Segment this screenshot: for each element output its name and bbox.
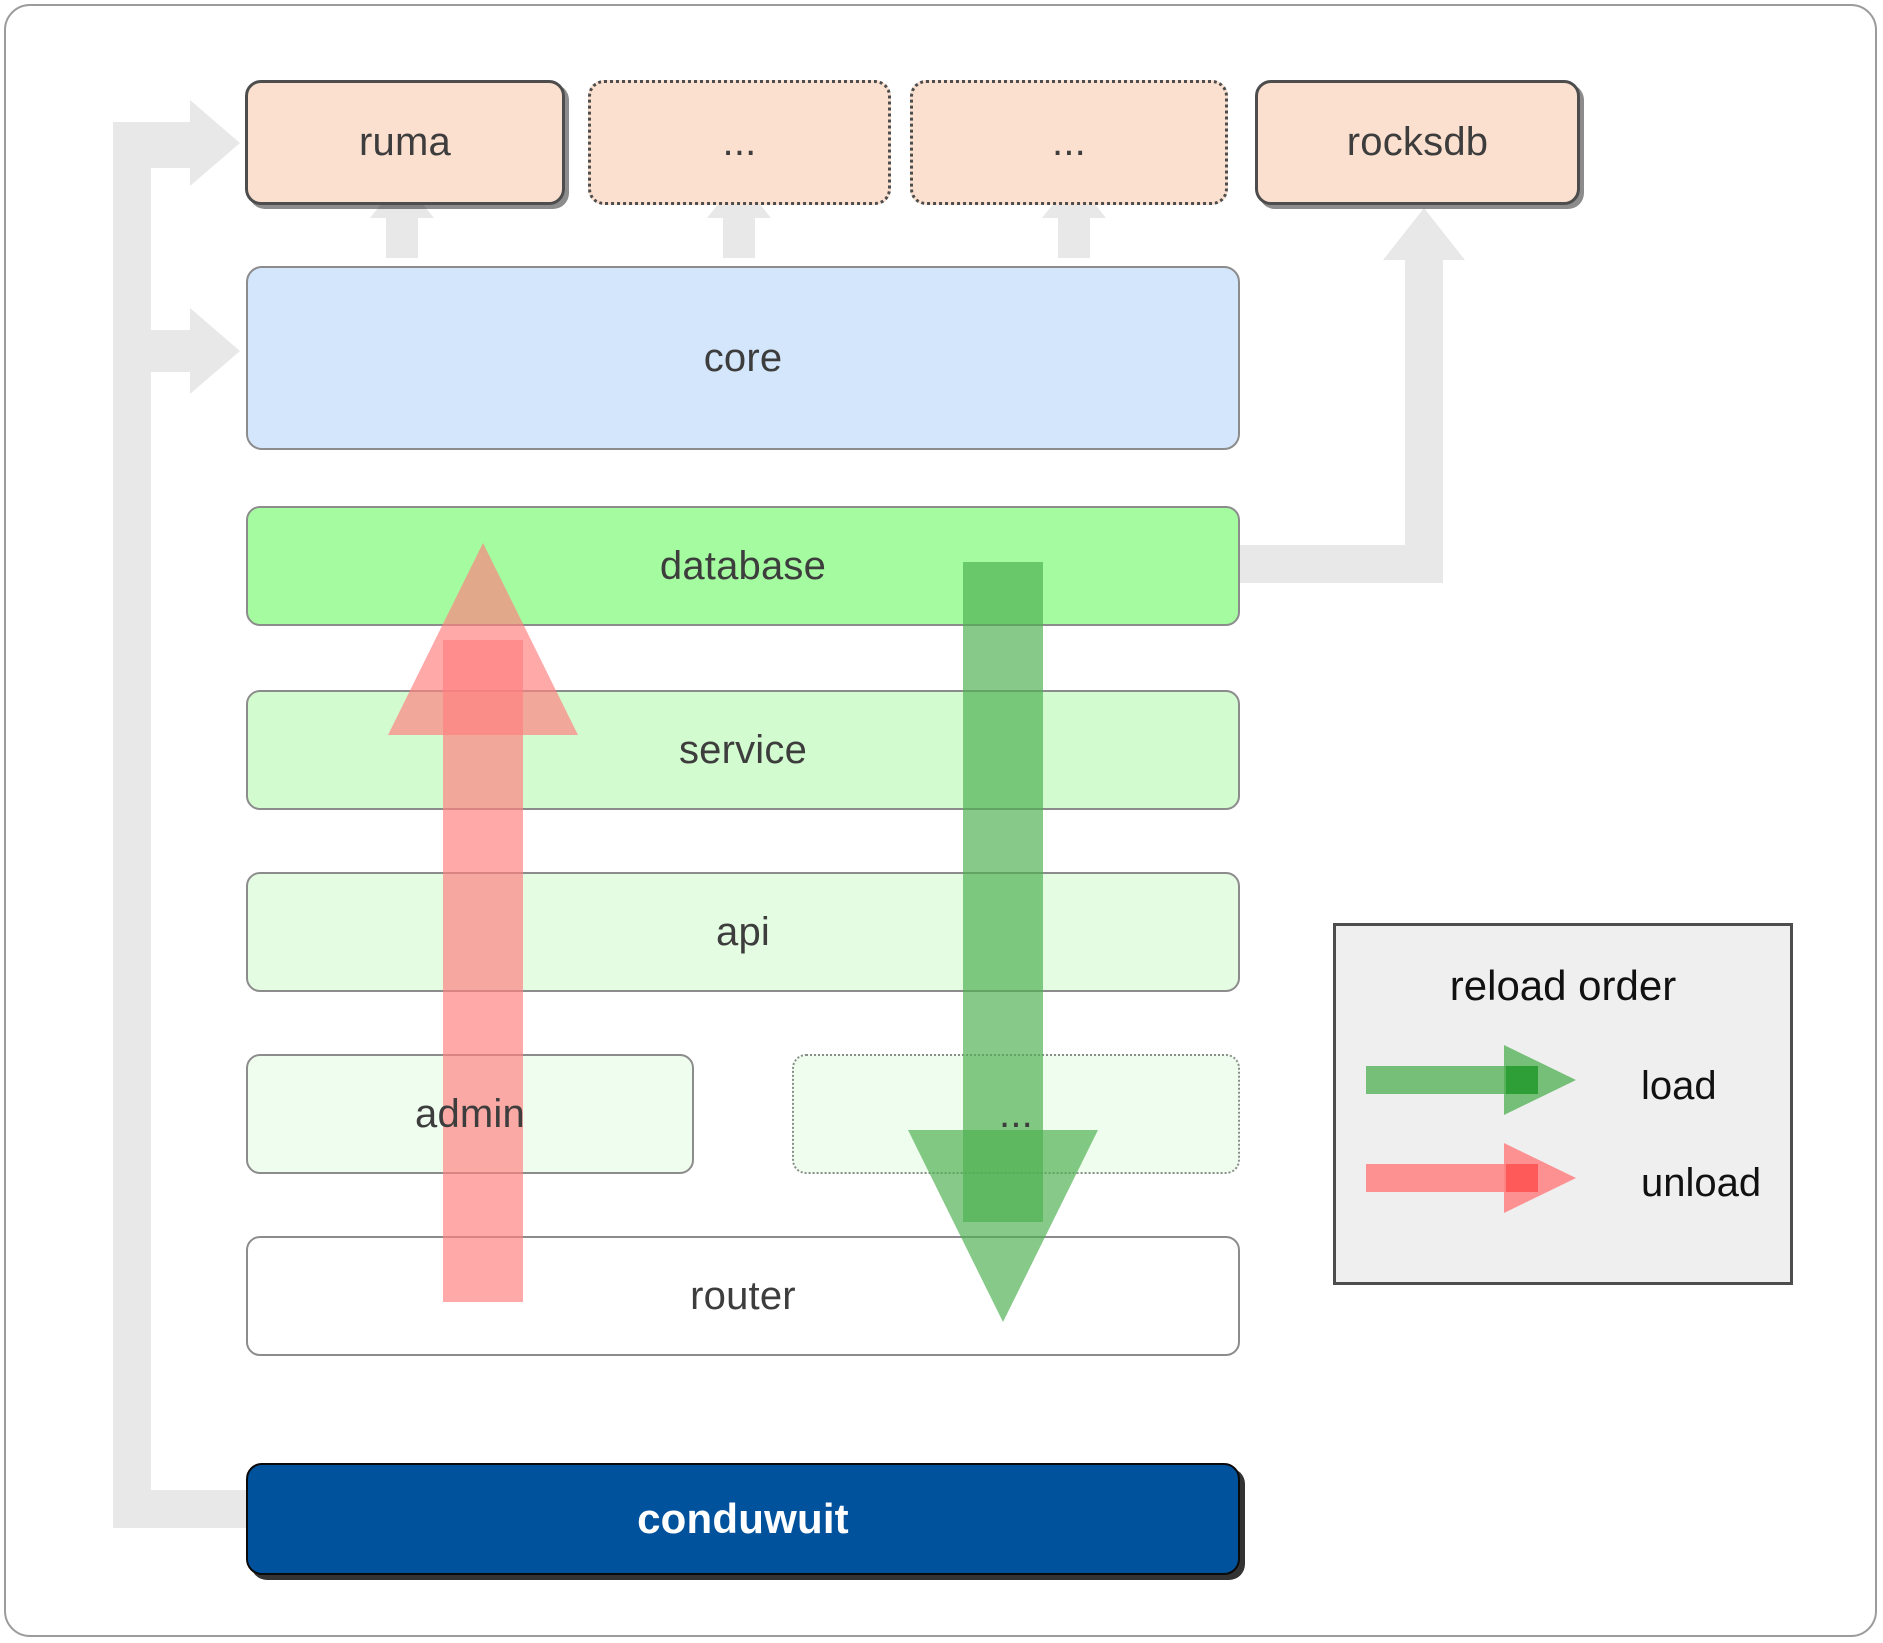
node-admin[interactable]: admin (246, 1054, 694, 1174)
legend-load-head (1504, 1045, 1576, 1115)
node-core-label: core (703, 335, 783, 380)
node-ruma[interactable]: ruma (245, 80, 565, 205)
node-service-label: service (678, 727, 808, 772)
legend-unload-head (1504, 1143, 1576, 1213)
legend-label-load: load (1641, 1064, 1717, 1108)
node-ext-dots-1-label: ... (722, 120, 757, 164)
node-core[interactable]: core (246, 266, 1240, 450)
node-conduwuit-label: conduwuit (637, 1495, 849, 1542)
node-ext-dots-2[interactable]: ... (910, 80, 1228, 205)
legend-load-core (1506, 1066, 1538, 1094)
node-ruma-label: ruma (359, 120, 451, 164)
node-database[interactable]: database (246, 506, 1240, 626)
node-service[interactable]: service (246, 690, 1240, 810)
node-api-label: api (716, 909, 770, 954)
node-rocksdb[interactable]: rocksdb (1255, 80, 1580, 205)
legend-load-arrow (1366, 1045, 1576, 1115)
node-conduwuit[interactable]: conduwuit (246, 1463, 1240, 1575)
node-admin-sibling-dots[interactable]: ... (792, 1054, 1240, 1174)
legend-label-unload: unload (1641, 1161, 1762, 1205)
diagram-frame (4, 4, 1877, 1637)
legend-arrow-graphics (1366, 1045, 1576, 1213)
node-rocksdb-label: rocksdb (1346, 120, 1489, 164)
node-router-label: router (690, 1273, 796, 1318)
legend-title: reload order (1449, 962, 1677, 1009)
node-router[interactable]: router (246, 1236, 1240, 1356)
node-admin-label: admin (415, 1091, 525, 1136)
node-ext-dots-2-label: ... (1052, 120, 1086, 164)
node-database-label: database (659, 543, 827, 588)
legend-reload-order: reload order load unload (1333, 923, 1793, 1285)
node-admin-sibling-label: ... (999, 1091, 1033, 1136)
legend-unload-core (1506, 1164, 1538, 1192)
node-api[interactable]: api (246, 872, 1240, 992)
legend-unload-arrow (1366, 1143, 1576, 1213)
node-ext-dots-1[interactable]: ... (588, 80, 891, 205)
